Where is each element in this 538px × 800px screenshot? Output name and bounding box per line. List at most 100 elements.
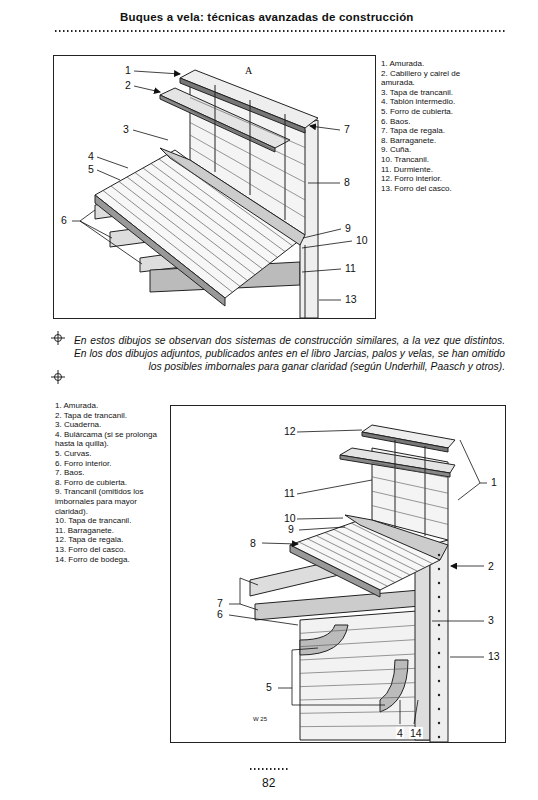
leader-line	[414, 700, 418, 724]
leader-line	[450, 657, 484, 658]
plank-line	[300, 711, 415, 713]
callout-number: 11	[344, 262, 357, 274]
plank-line	[103, 191, 233, 293]
rivet	[438, 638, 440, 640]
leader-line	[72, 210, 95, 221]
leader-line	[302, 241, 352, 248]
plank-line	[372, 477, 448, 493]
list-item: 6. Baos.	[381, 117, 493, 127]
list-item: 2. Cabillero y cairel de amurada.	[381, 69, 493, 88]
leader-line	[297, 480, 372, 494]
list-item: 9. Trancanil (omitidos los imbornales pa…	[55, 487, 163, 516]
callout-number: 14	[409, 727, 423, 739]
deck-illustration	[250, 425, 455, 742]
leader-line	[262, 543, 298, 544]
plank-line	[334, 529, 418, 571]
callout-number: 9	[344, 222, 352, 234]
list-item: 5. Curvas.	[55, 449, 163, 459]
plank-line	[119, 182, 248, 281]
callout-number: 12	[283, 425, 297, 437]
leader-line	[292, 705, 385, 706]
callout-number: 13	[487, 650, 501, 662]
deck-illustration	[290, 520, 440, 590]
callout-number: 8	[249, 537, 257, 549]
plank-line	[300, 625, 415, 633]
leader-line	[80, 221, 142, 264]
callout-number: 4	[396, 727, 404, 739]
leader-line	[458, 483, 480, 500]
list-item: 7. Tapa de regala.	[381, 126, 493, 136]
leader-line	[400, 700, 401, 724]
list-item: 10. Trancanil.	[381, 155, 493, 165]
plank-line	[190, 98, 305, 148]
wheel-icon	[51, 331, 65, 384]
rivet	[438, 708, 440, 710]
callout-number: 13	[344, 293, 358, 305]
list-item: 8. Barraganete.	[381, 136, 493, 146]
figure-frame	[54, 56, 506, 743]
list-item: 5. Forro de cubierta.	[381, 107, 493, 117]
callout-number: 1	[490, 476, 498, 488]
deck-illustration	[95, 195, 225, 306]
list-item: 3. Cuaderna.	[55, 420, 163, 430]
list-item: 3. Tapa de trancanil.	[381, 88, 493, 98]
page-rule	[55, 30, 505, 32]
list-item: 10. Tapa de trancanil.	[55, 516, 163, 526]
leader-line	[97, 170, 120, 180]
list-item: 13. Forro del casco.	[381, 184, 493, 194]
wheel-icon	[51, 338, 65, 339]
list-item: 4. Tablón intermedio.	[381, 97, 493, 107]
plank-line	[343, 526, 426, 567]
deck-illustration	[362, 432, 448, 452]
leader-line	[299, 527, 345, 530]
figure-frame	[171, 406, 506, 743]
plank-line	[111, 186, 240, 286]
plank-line	[190, 110, 305, 165]
callout-number: 3	[487, 614, 495, 626]
rivet	[438, 680, 440, 682]
leader-line	[278, 648, 318, 688]
leader-line	[80, 221, 112, 238]
callout-number: 2	[487, 560, 495, 572]
leader-line	[310, 126, 340, 130]
plank-line	[190, 148, 305, 218]
list-item: 8. Forro de cubierta.	[55, 478, 163, 488]
deck-illustration	[380, 660, 408, 712]
wheel-icon	[51, 377, 65, 378]
rivet	[438, 736, 440, 738]
figure-frame	[54, 56, 376, 319]
deck-illustration	[438, 554, 440, 738]
leader-line	[72, 71, 352, 300]
deck-illustration	[425, 446, 426, 536]
leader-line	[292, 688, 293, 705]
deck-illustration	[372, 462, 448, 524]
rivet	[438, 568, 440, 570]
leader-line	[308, 183, 340, 184]
deck-illustration	[300, 610, 430, 740]
deck-illustration	[415, 545, 430, 740]
deck-illustration	[180, 70, 318, 128]
deck-illustration	[95, 70, 318, 318]
parts-list: 1. Amurada.2. Cabillero y cairel de amur…	[381, 59, 493, 193]
page-rule	[250, 768, 290, 770]
plank-line	[190, 135, 305, 200]
callout-number: 9	[287, 523, 295, 535]
rivet	[438, 652, 440, 654]
leader-line	[302, 269, 341, 272]
callout-number: 8	[343, 176, 351, 188]
leader-line	[240, 604, 258, 610]
deck-illustration	[285, 114, 286, 220]
deck-illustration	[180, 78, 305, 133]
plank-line	[372, 462, 448, 477]
rivet	[438, 722, 440, 724]
page-number: 82	[261, 777, 276, 791]
deck-illustration	[305, 245, 306, 318]
deck-illustration	[250, 100, 251, 195]
leader-line	[229, 615, 298, 625]
callout-number: 11	[283, 487, 296, 499]
callout-number: 5	[265, 681, 273, 693]
leader-line	[229, 578, 258, 604]
plank-line	[300, 654, 415, 660]
deck-illustration	[299, 523, 433, 586]
list-item: 1. Amurada.	[55, 401, 163, 411]
